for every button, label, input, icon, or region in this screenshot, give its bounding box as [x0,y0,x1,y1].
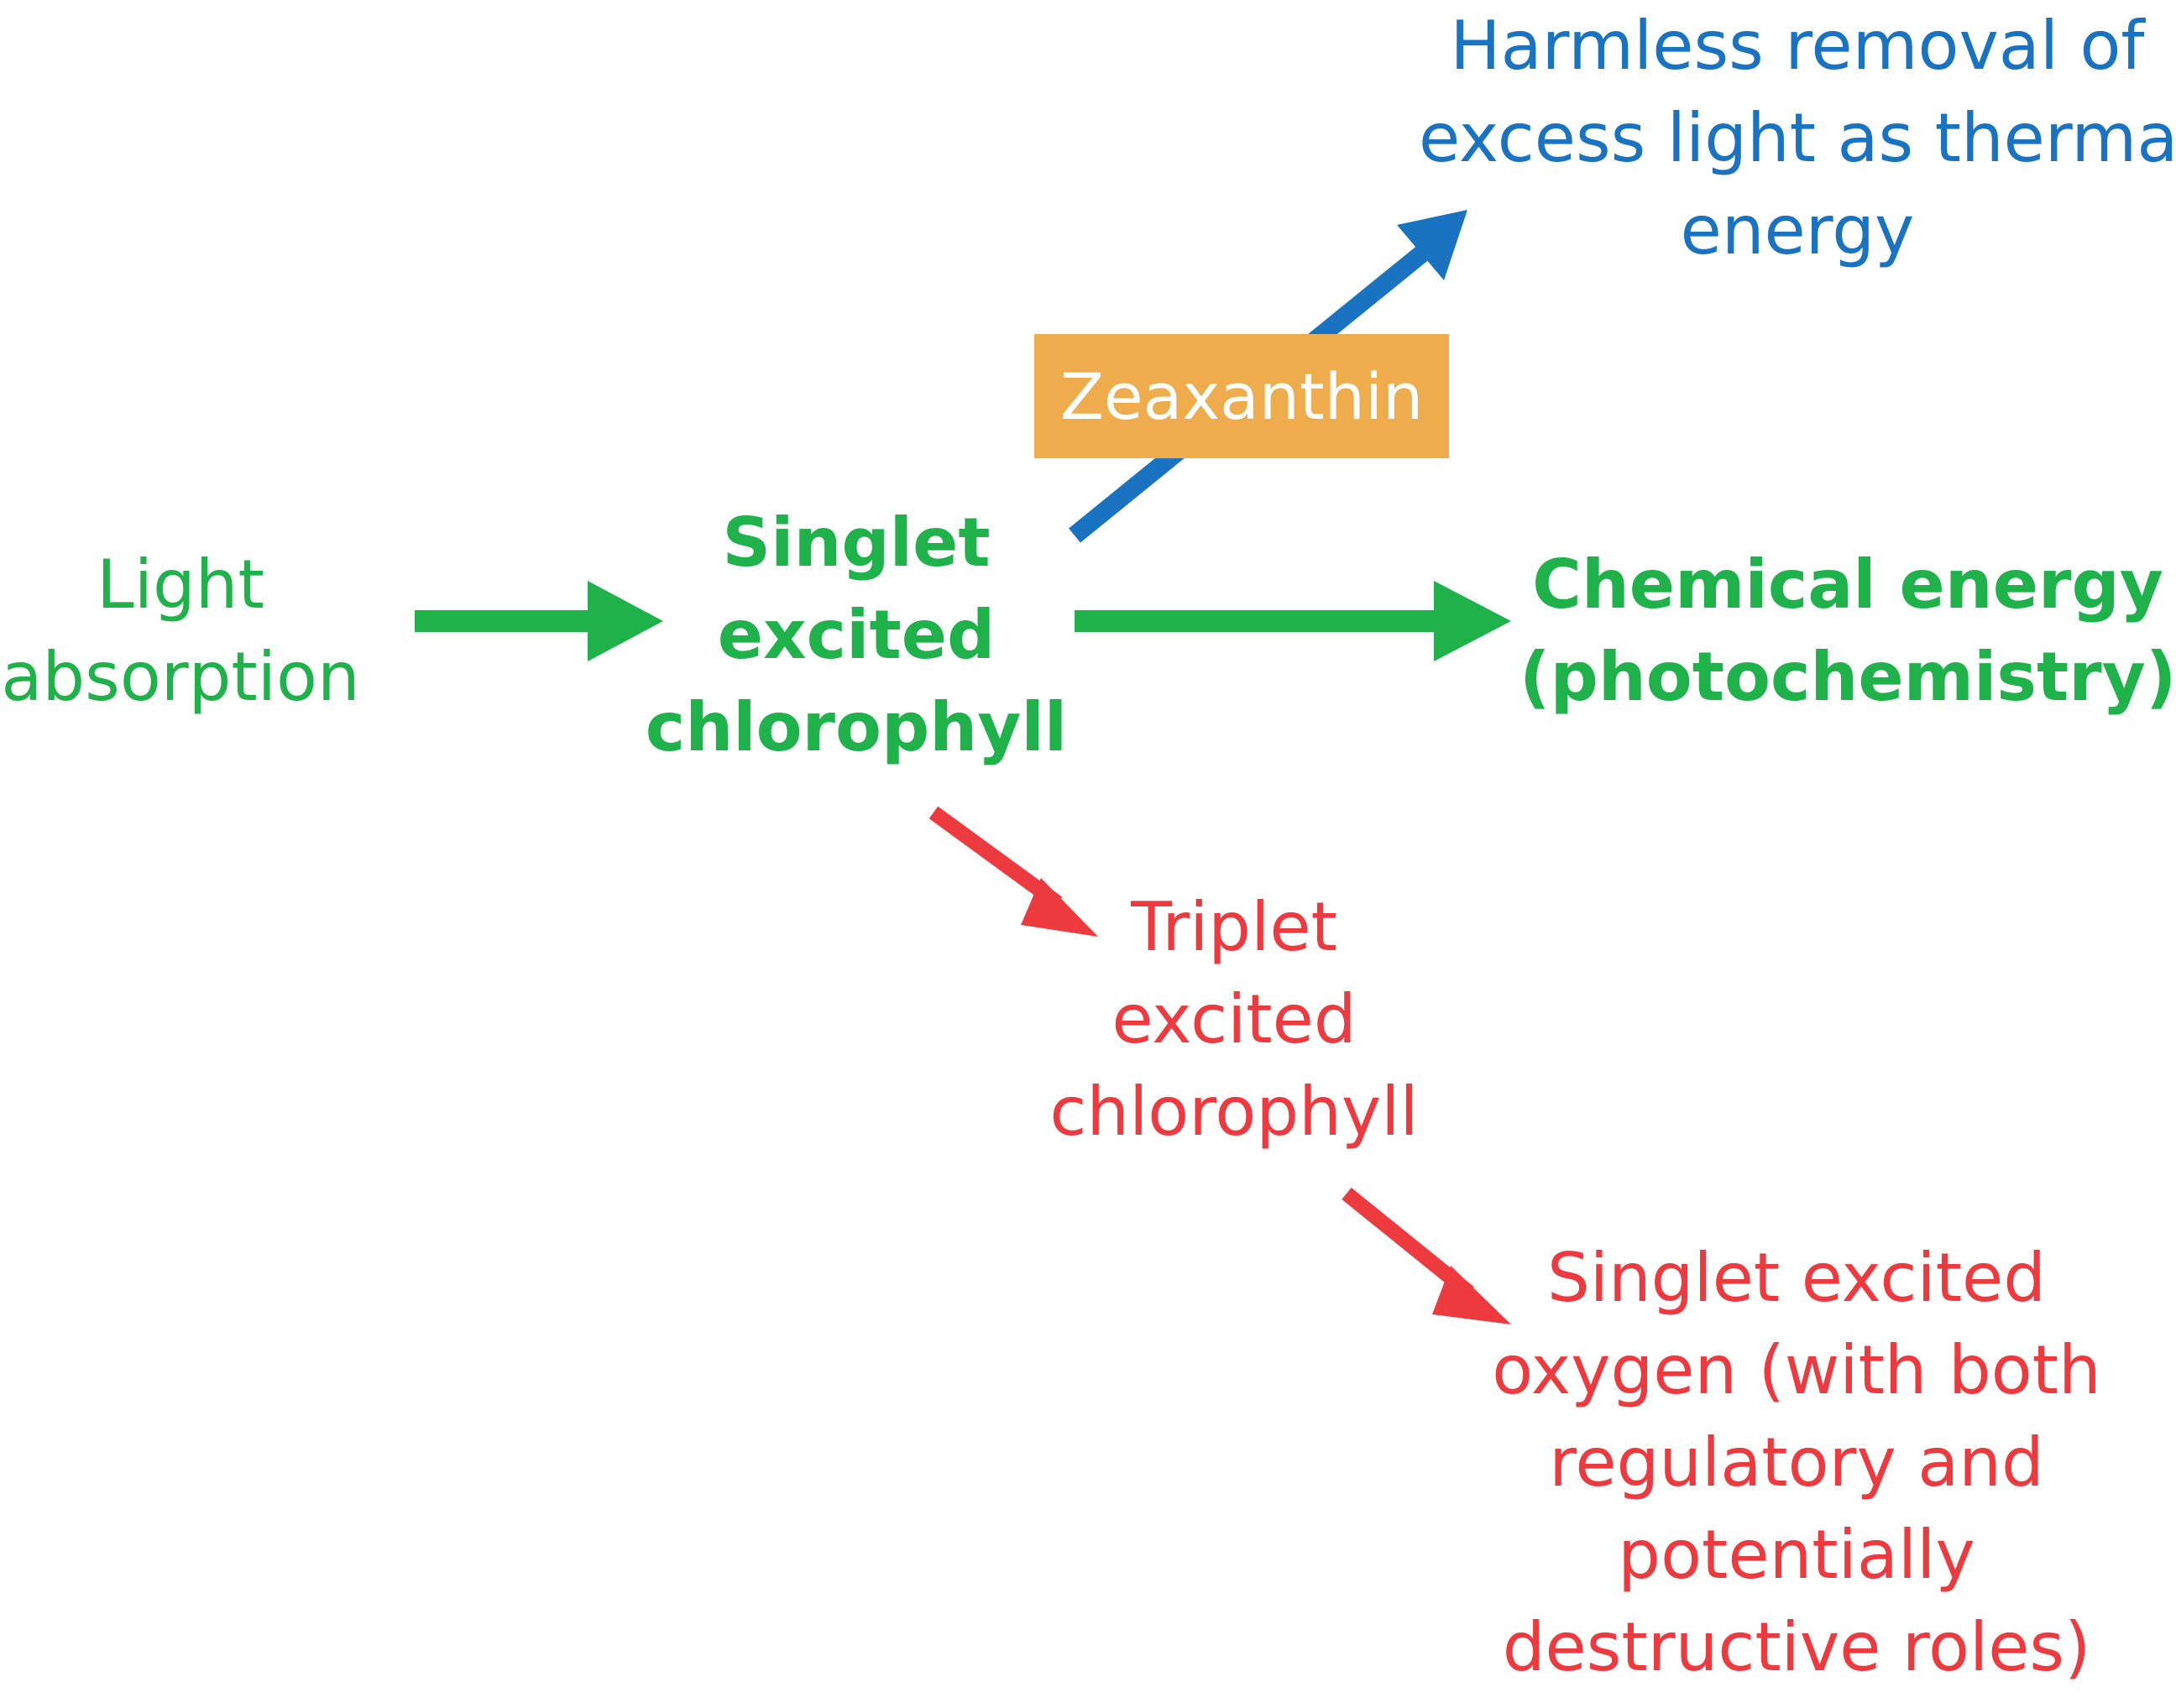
arrow-singlet-to-triplet [928,806,1098,937]
node-triplet-excited-chlorophyll: Triplet excited chlorophyll [1041,881,1427,1158]
node-harmless-removal-line: Harmless removal of [1450,7,2145,85]
node-triplet-chl-line: excited [1112,980,1357,1058]
node-triplet-chl-line: Triplet [1131,888,1337,966]
node-chemical-energy: Chemical energy (photochemistry) [1520,539,2176,723]
node-singlet-chl-line: chlorophyll [645,688,1068,766]
zeaxanthin-box: Zeaxanthin [1034,334,1449,458]
node-singlet-oxygen-line: Singlet excited [1546,1239,2047,1317]
node-chemical-energy-line: (photochemistry) [1520,638,2176,716]
node-chemical-energy-line: Chemical energy [1532,546,2163,624]
node-triplet-chl-line: chlorophyll [1049,1073,1419,1151]
arrow-light-to-singlet [415,581,663,661]
node-singlet-excited-chlorophyll: Singlet excited chlorophyll [638,497,1075,774]
arrow-singlet-to-chemical [1075,581,1511,661]
node-singlet-oxygen-line: destructive roles) [1502,1608,2091,1686]
node-singlet-oxygen-line: regulatory and [1549,1423,2044,1502]
node-singlet-oxygen-line: potentially [1618,1516,1975,1594]
node-harmless-removal-line: energy [1680,191,1915,269]
node-harmless-removal-line: excess light as thermal [1419,99,2176,177]
zeaxanthin-label: Zeaxanthin [1059,358,1424,434]
node-singlet-chl-line: Singlet [722,504,991,582]
arrow-triplet-to-oxygen [1342,1188,1511,1324]
node-singlet-oxygen-line: oxygen (with both [1492,1331,2101,1409]
node-light-absorption-line: absorption [1,638,360,716]
node-light-absorption: Light absorption [0,539,361,723]
node-singlet-chl-line: excited [717,596,996,674]
node-light-absorption-line: Light [97,546,264,624]
node-singlet-excited-oxygen: Singlet excited oxygen (with both regula… [1478,1232,2116,1694]
node-harmless-removal: Harmless removal of excess light as ther… [1419,0,2176,277]
